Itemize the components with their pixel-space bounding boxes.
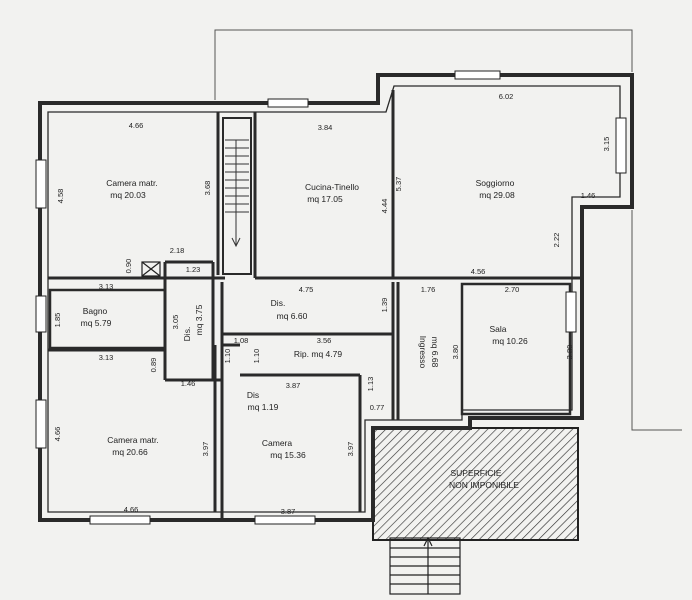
room-name: Ingresso: [418, 336, 428, 369]
dimension: 3.80: [451, 345, 460, 360]
hatch-label-line2: NON IMPONIBILE: [449, 480, 519, 490]
dimension: 3.80: [565, 345, 574, 360]
dimension: 4.58: [56, 189, 65, 204]
room-sala: Sala mq 10.26: [489, 324, 527, 346]
dimension: 1.46: [181, 379, 196, 388]
room-area: mq 20.03: [110, 190, 146, 200]
room-camera-matr-bottom: Camera matr. mq 20.66: [107, 435, 159, 457]
room-area: mq 5.79: [81, 318, 112, 328]
hatch-label-line1: SUPERFICIE: [450, 468, 501, 478]
room-area: mq 20.66: [112, 447, 148, 457]
dimension: 3.05: [171, 315, 180, 330]
non-taxable-label: SUPERFICIE NON IMPONIBILE: [449, 468, 519, 490]
room-area: mq 29.08: [479, 190, 515, 200]
dimension: 2.70: [505, 285, 520, 294]
dimension: 1.76: [421, 285, 436, 294]
dimension: 4.66: [53, 427, 62, 442]
room-area: mq 6.68: [430, 337, 440, 368]
dimension: 1.23: [186, 265, 201, 274]
dimension: 4.56: [471, 267, 486, 276]
dimension: 3.13: [99, 353, 114, 362]
interior-walls: [48, 90, 582, 520]
dimension: 4.66: [129, 121, 144, 130]
dimension: 3.97: [346, 442, 355, 457]
dimension: 3.68: [203, 181, 212, 196]
room-area: mq 1.19: [248, 402, 279, 412]
room-dis-tiny: Dis mq 1.19: [247, 390, 279, 412]
room-name: Soggiorno: [476, 178, 515, 188]
dimension-labels: 4.66 4.58 3.68 3.84 4.44 5.37 6.02 3.15 …: [53, 92, 611, 516]
dimension: 4.75: [299, 285, 314, 294]
room-ingresso: Ingresso mq 6.68: [418, 336, 440, 369]
dimension: 3.87: [281, 507, 296, 516]
room-soggiorno: Soggiorno mq 29.08: [476, 178, 515, 200]
exterior-walls-inner: [47, 85, 621, 513]
room-name: Camera matr.: [107, 435, 159, 445]
dimension: 3.84: [318, 123, 333, 132]
dimension: 1.08: [234, 336, 249, 345]
dimension: 3.13: [99, 282, 114, 291]
room-cucina: Cucina-Tinello mq 17.05: [305, 182, 359, 204]
dimension: 1.46: [581, 191, 596, 200]
room-dis-small: Dis. mq 3.75: [182, 304, 204, 341]
dimension: 1.39: [380, 298, 389, 313]
room-name: Sala: [489, 324, 506, 334]
room-area: mq 15.36: [270, 450, 306, 460]
dimension: 0.89: [149, 358, 158, 373]
room-area: mq 6.60: [277, 311, 308, 321]
staircase: [225, 139, 249, 248]
exterior-walls: [38, 73, 634, 522]
dimension: 0.90: [124, 259, 133, 274]
shaft-box: [141, 261, 161, 277]
room-name: Dis.: [182, 327, 192, 342]
room-area: mq 10.26: [492, 336, 528, 346]
dimension: 3.56: [317, 336, 332, 345]
room-camera-matr-top: Camera matr. mq 20.03: [106, 178, 158, 200]
room-camera: Camera mq 15.36: [262, 438, 306, 460]
dimension: 4.44: [380, 199, 389, 214]
room-name: Rip. mq 4.79: [294, 349, 342, 359]
windows: [35, 70, 627, 525]
dimension: 4.66: [124, 505, 139, 514]
non-taxable-area: [372, 427, 579, 541]
room-area: mq 17.05: [307, 194, 343, 204]
room-dis-mid: Dis. mq 6.60: [271, 298, 308, 321]
dimension: 6.02: [499, 92, 514, 101]
entrance-steps: [389, 536, 461, 595]
dimension: 2.18: [170, 246, 185, 255]
dimension: 1.85: [53, 313, 62, 328]
room-bagno: Bagno mq 5.79: [81, 306, 112, 328]
room-name: Camera matr.: [106, 178, 158, 188]
site-boundary: [214, 29, 682, 431]
room-name: Bagno: [83, 306, 108, 316]
dimension: 3.15: [602, 137, 611, 152]
dimension: 5.37: [394, 177, 403, 192]
dimension: 1.10: [223, 349, 232, 364]
room-rip: Rip. mq 4.79: [294, 349, 342, 359]
dimension: 1.13: [366, 377, 375, 392]
dimension: 3.87: [286, 381, 301, 390]
dimension: 3.97: [201, 442, 210, 457]
room-name: Dis: [247, 390, 259, 400]
room-area: mq 3.75: [194, 304, 204, 335]
dimension: 1.10: [252, 349, 261, 364]
room-name: Dis.: [271, 298, 286, 308]
room-name: Cucina-Tinello: [305, 182, 359, 192]
room-name: Camera: [262, 438, 293, 448]
dimension: 0.77: [370, 403, 385, 412]
dimension: 2.22: [552, 233, 561, 248]
